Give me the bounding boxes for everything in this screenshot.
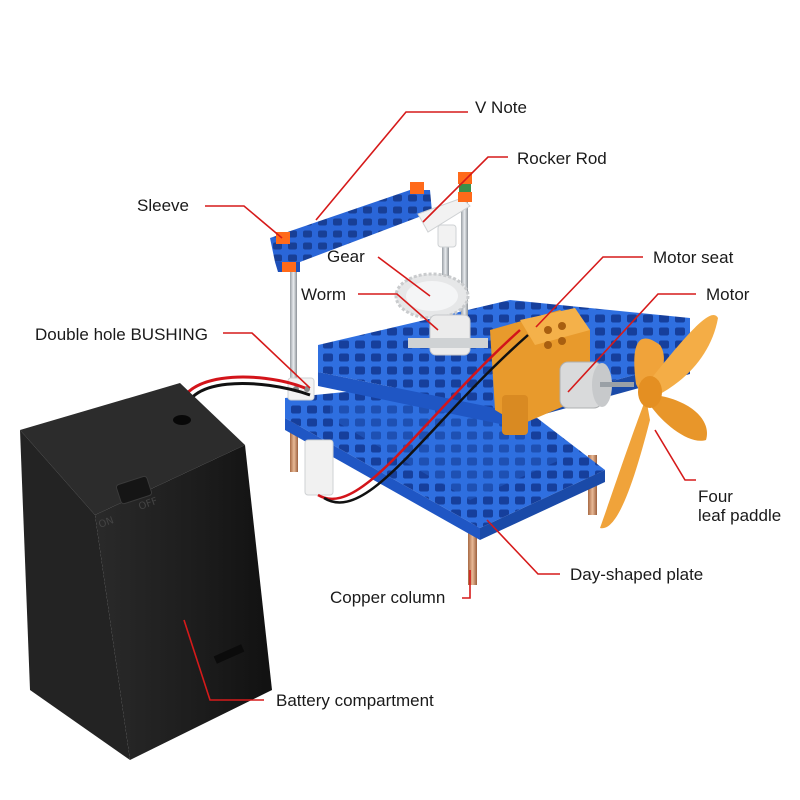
- label-rocker-rod: Rocker Rod: [517, 149, 607, 168]
- label-motor-seat: Motor seat: [653, 248, 734, 267]
- leader-four-leaf-paddle: [654, 429, 696, 481]
- leader-motor: [567, 293, 696, 393]
- leader-sleeve: [205, 205, 283, 239]
- label-double-hole-bushing: Double hole BUSHING: [35, 325, 208, 344]
- label-battery-compartment: Battery compartment: [276, 691, 434, 710]
- four-leaf-paddle: [600, 314, 718, 529]
- rocker-link: [417, 172, 472, 248]
- leader-battery: [183, 619, 264, 701]
- model-illustration: ON OFF: [20, 172, 718, 760]
- switch-on-text: ON: [97, 515, 115, 531]
- label-four-leaf-paddle-line2: leaf paddle: [698, 506, 781, 525]
- leader-v-note: [315, 111, 468, 221]
- label-four-leaf-paddle-line1: Four: [698, 487, 733, 506]
- leader-worm: [358, 293, 439, 331]
- label-v-note: V Note: [475, 98, 527, 117]
- leader-lines: [183, 111, 696, 701]
- label-sleeve: Sleeve: [137, 196, 189, 215]
- label-gear: Gear: [327, 247, 365, 266]
- motor: [559, 361, 634, 409]
- label-copper-column: Copper column: [330, 588, 445, 607]
- leader-motor-seat: [535, 256, 643, 328]
- labels: V Note Rocker Rod Sleeve Gear Motor seat…: [35, 98, 781, 710]
- label-worm: Worm: [301, 285, 346, 304]
- leader-day-shaped-plate: [486, 519, 560, 575]
- leader-bushing: [223, 332, 311, 389]
- leader-gear: [377, 256, 431, 297]
- label-motor: Motor: [706, 285, 750, 304]
- leader-copper-column: [462, 570, 471, 599]
- label-day-shaped-plate: Day-shaped plate: [570, 565, 703, 584]
- battery-compartment: ON OFF: [20, 383, 272, 760]
- leader-rocker-rod: [422, 156, 508, 223]
